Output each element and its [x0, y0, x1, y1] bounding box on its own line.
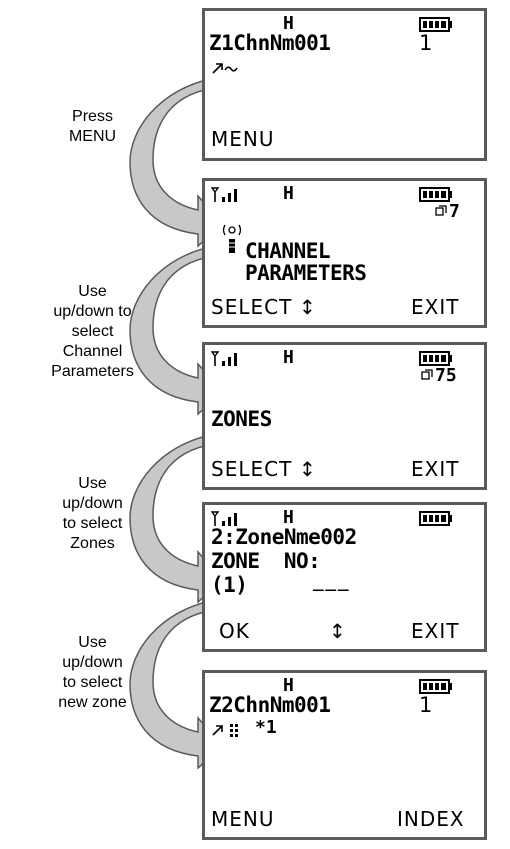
caption-line: Parameters	[51, 363, 134, 380]
channel-name: Z2ChnNm001	[209, 693, 331, 717]
menu-title-line1: CHANNEL	[245, 239, 331, 263]
curved-arrow-icon	[129, 600, 225, 770]
mode-indicator: H	[283, 13, 294, 34]
mode-indicator: H	[283, 347, 294, 368]
signal-strength-icon	[211, 187, 237, 202]
menu-title: ZONES	[211, 407, 272, 431]
channel-number: 1	[419, 31, 433, 55]
keypad-icon	[230, 724, 238, 737]
softkey-select[interactable]: SELECT	[211, 295, 293, 319]
softkey-index[interactable]: INDEX	[397, 807, 465, 831]
up-down-arrow-icon: ↕	[329, 619, 347, 643]
zone-number-label: ZONE NO:	[211, 549, 321, 573]
channel-number: 1	[419, 693, 433, 717]
up-down-arrow-icon: ↕	[299, 295, 317, 319]
battery-icon	[419, 187, 452, 202]
step-caption-menu: Press MENU	[0, 107, 185, 147]
folder-icon	[435, 205, 447, 216]
curved-arrow-icon	[129, 434, 225, 604]
caption-line: up/down	[62, 495, 123, 512]
caption-line: to select	[62, 515, 123, 532]
softkey-exit[interactable]: EXIT	[411, 619, 460, 643]
caption-line: Press	[72, 108, 113, 125]
softkey-menu[interactable]: MENU	[211, 127, 275, 151]
step-caption-zones: Use up/down to select Zones	[0, 474, 185, 554]
signal-strength-icon	[211, 351, 237, 366]
caption-line: Channel	[62, 343, 123, 360]
battery-icon	[419, 511, 452, 526]
item-count: 7	[449, 201, 460, 222]
caption-line: MENU	[68, 128, 117, 145]
curved-arrow-icon	[129, 78, 225, 248]
talkaround-icon	[212, 725, 223, 736]
up-down-arrow-icon: ↕	[299, 457, 317, 481]
step-caption-channel-params: Use up/down to select Channel Parameters	[0, 282, 185, 382]
mode-indicator: H	[283, 507, 294, 528]
scan-list-indicator: *1	[255, 717, 277, 738]
radio-screen-home: H Z1ChnNm001 1 MENU	[202, 8, 487, 161]
caption-line: new zone	[58, 694, 127, 711]
radio-screen-new-zone: H Z2ChnNm001 1 *1 MENU INDEX	[202, 670, 487, 840]
mode-indicator: H	[283, 675, 294, 696]
caption-line: up/down	[62, 654, 123, 671]
mode-indicator: H	[283, 183, 294, 204]
caption-line: Use	[78, 475, 107, 492]
caption-line: to select	[62, 674, 123, 691]
channel-name: Z1ChnNm001	[209, 31, 331, 55]
current-zone: (1)	[211, 573, 248, 597]
radio-screen-zones: H 75 ZONES SELECT ↕ EXIT	[202, 342, 487, 490]
item-count: 75	[435, 365, 457, 386]
softkey-menu[interactable]: MENU	[211, 807, 275, 831]
talkaround-icon	[212, 63, 238, 74]
caption-line: Use	[78, 283, 107, 300]
zone-name: 2:ZoneNme002	[211, 525, 357, 549]
softkey-ok[interactable]: OK	[219, 619, 250, 643]
softkey-select[interactable]: SELECT	[211, 457, 293, 481]
caption-line: Use	[78, 634, 107, 651]
caption-line: Zones	[70, 535, 115, 552]
radio-tower-icon	[222, 224, 242, 253]
caption-line: up/down to	[53, 303, 132, 320]
radio-screen-channel-parameters: H 7 CHANNEL PARAMETERS SELECT ↕ EXIT	[202, 178, 487, 328]
battery-icon	[419, 679, 452, 694]
menu-title-line2: PARAMETERS	[245, 261, 367, 285]
curved-arrow-icon	[129, 246, 225, 416]
radio-screen-zone-entry: H 2:ZoneNme002 ZONE NO: (1) ___ OK ↕ EXI…	[202, 502, 487, 652]
battery-icon	[419, 17, 452, 32]
folder-icon	[421, 369, 433, 380]
caption-line: select	[71, 323, 114, 340]
softkey-exit[interactable]: EXIT	[411, 457, 460, 481]
softkey-exit[interactable]: EXIT	[411, 295, 460, 319]
step-caption-new-zone: Use up/down to select new zone	[0, 633, 185, 713]
signal-strength-icon	[211, 511, 237, 526]
zone-entry-field[interactable]: ___	[313, 567, 351, 591]
battery-icon	[419, 351, 452, 366]
